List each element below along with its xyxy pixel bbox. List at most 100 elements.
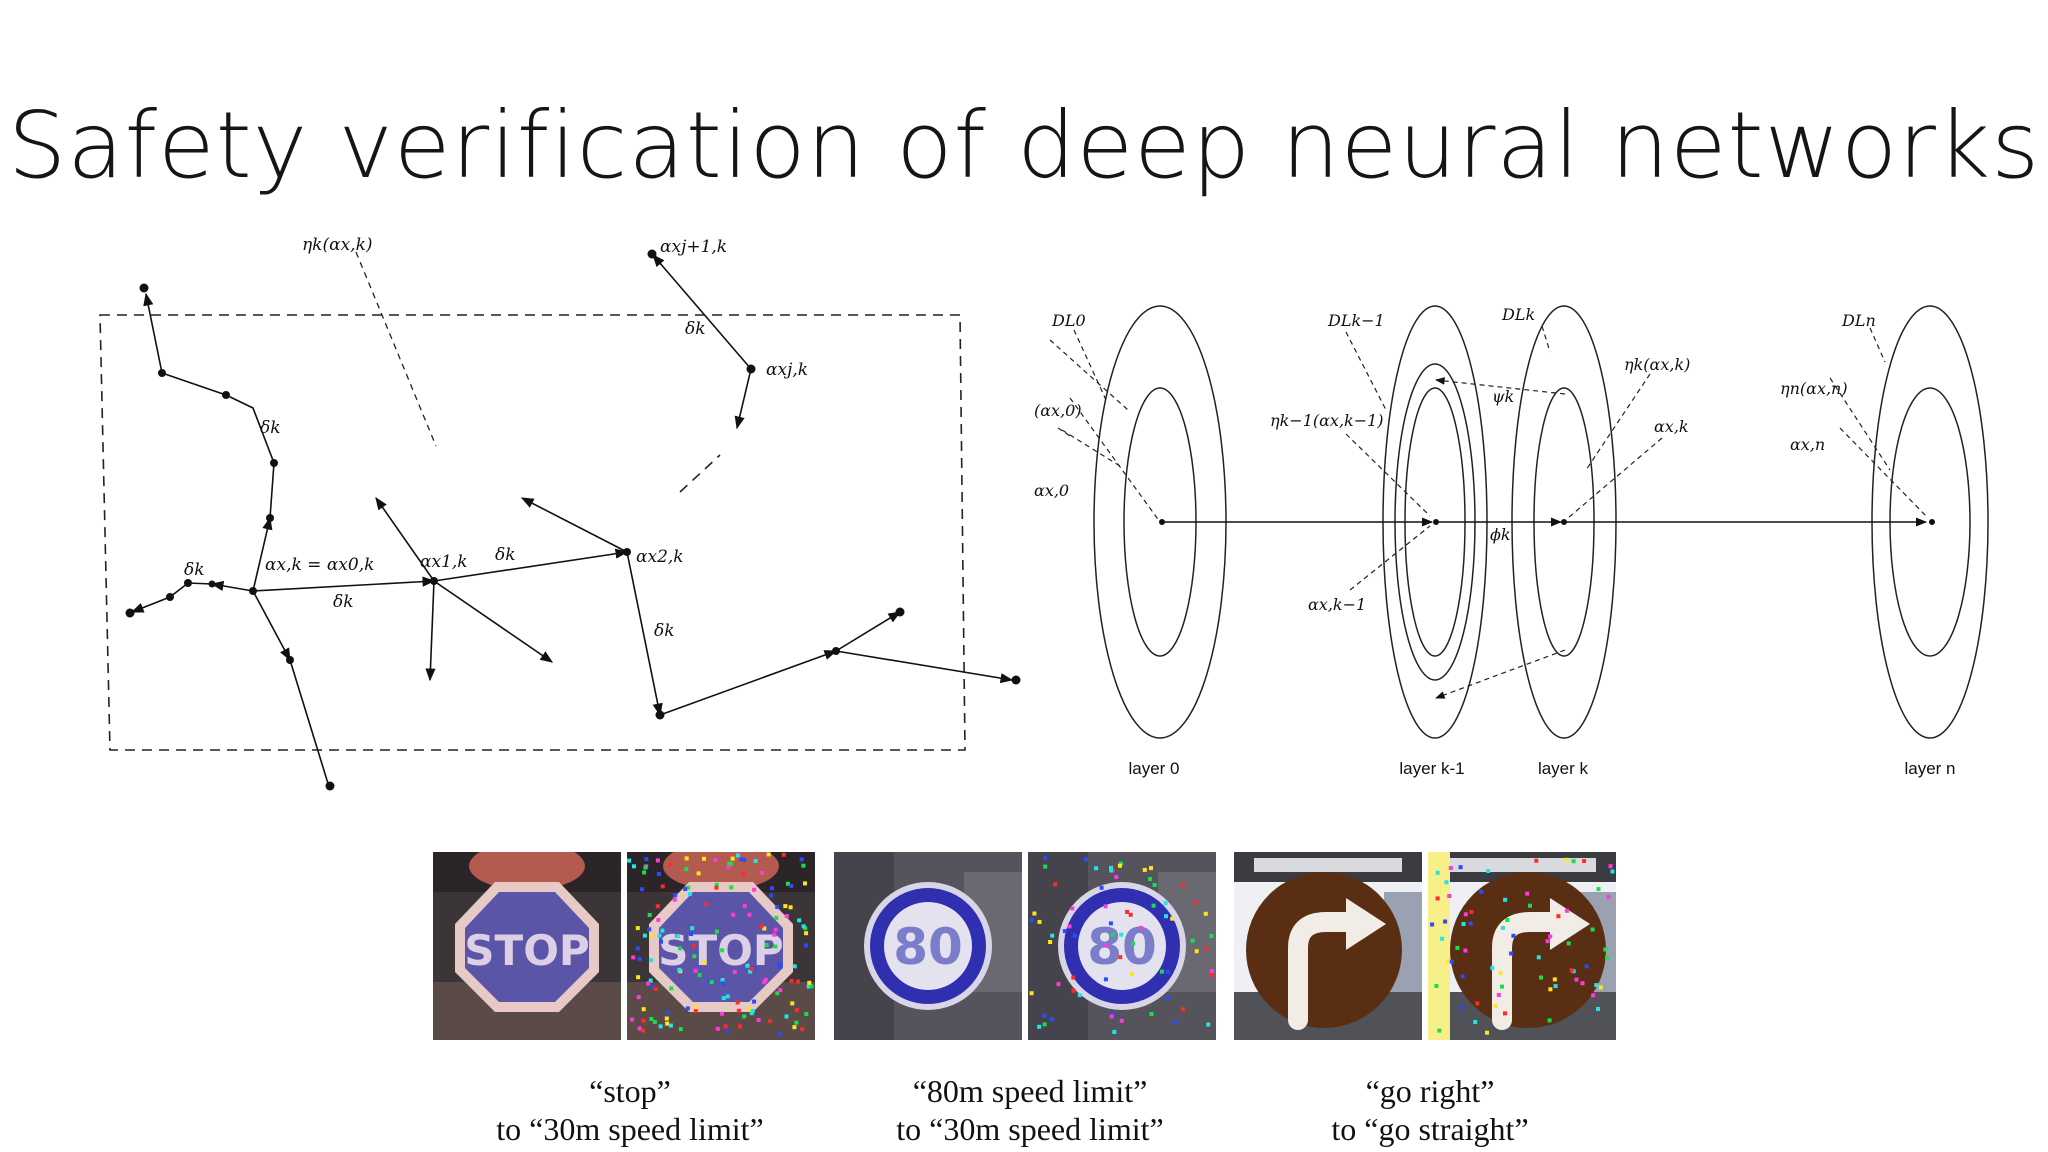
stop-sign-adversarial-image: STOP (627, 852, 815, 1040)
adversarial-noise-pixel (777, 1032, 782, 1037)
stop-sign-text: STOP (464, 926, 589, 975)
adversarial-noise-pixel (778, 988, 783, 993)
adversarial-noise-pixel (1152, 883, 1157, 887)
adversarial-noise-pixel (1172, 1020, 1177, 1025)
adversarial-noise-pixel (1192, 900, 1197, 905)
adversarial-noise-pixel (1479, 889, 1484, 894)
adversarial-noise-pixel (1461, 922, 1466, 926)
adversarial-noise-pixel (1500, 926, 1505, 930)
adversarial-noise-pixel (1486, 869, 1491, 873)
adversarial-noise-pixel (1163, 901, 1168, 906)
adversarial-noise-pixel (1194, 949, 1199, 954)
speed-80-original-image: 80 (834, 852, 1022, 1040)
adversarial-noise-pixel (1210, 973, 1215, 978)
adversarial-noise-pixel (775, 905, 780, 909)
adversarial-noise-pixel (686, 885, 691, 890)
d-lk-label: DLk (1501, 305, 1535, 324)
adversarial-noise-pixel (1430, 922, 1435, 927)
adversarial-noise-pixel (1104, 943, 1109, 948)
adversarial-noise-pixel (786, 881, 790, 886)
adversarial-noise-pixel (759, 924, 764, 929)
adversarial-noise-pixel (804, 931, 809, 936)
adversarial-noise-pixel (794, 1008, 799, 1013)
adversarial-noise-pixel (1204, 946, 1209, 951)
adversarial-noise-pixel (1606, 895, 1611, 899)
adversarial-noise-pixel (677, 967, 682, 972)
adversarial-noise-pixel (770, 886, 774, 891)
adversarial-noise-pixel (1042, 1022, 1047, 1027)
caption-speed-80: “80m speed limit” to “30m speed limit” (830, 1072, 1230, 1148)
adversarial-noise-pixel (664, 1016, 669, 1021)
adversarial-noise-pixel (784, 1014, 789, 1019)
adversarial-noise-pixel (665, 1010, 670, 1015)
delta-label: δk (654, 621, 675, 641)
adversarial-noise-pixel (684, 867, 689, 872)
adversarial-noise-pixel (773, 927, 778, 932)
adversarial-noise-pixel (1112, 1012, 1116, 1017)
adversarial-noise-pixel (704, 902, 709, 907)
adversarial-noise-pixel (790, 1001, 795, 1006)
adversarial-noise-pixel (655, 904, 660, 909)
adversarial-noise-pixel (1443, 919, 1448, 924)
adversarial-noise-pixel (1444, 880, 1449, 885)
adversarial-noise-pixel (1594, 983, 1599, 988)
adversarial-noise-pixel (1130, 972, 1135, 976)
layer-propagation-diagram: DL0 DLk−1 DLk DLn (αx,0) αx,0 ηk−1(αx,k−… (1034, 305, 1989, 778)
adversarial-noise-pixel (1094, 866, 1099, 871)
adversarial-noise-pixel (1582, 859, 1587, 863)
adversarial-noise-pixel (632, 864, 636, 869)
adversarial-noise-pixel (1053, 882, 1058, 887)
adversarial-noise-pixel (1071, 988, 1076, 993)
adversarial-noise-pixel (714, 882, 719, 887)
adversarial-noise-pixel (692, 954, 697, 959)
adversarial-noise-pixel (806, 984, 811, 989)
adversarial-noise-pixel (1083, 857, 1088, 862)
adversarial-noise-pixel (631, 955, 636, 960)
adversarial-noise-pixel (1048, 940, 1053, 944)
adversarial-noise-pixel (1511, 933, 1516, 938)
adversarial-noise-pixel (655, 858, 660, 863)
turn-right-adversarial-image (1428, 852, 1616, 1040)
adversarial-noise-pixel (1545, 939, 1550, 944)
adversarial-noise-pixel (804, 943, 809, 948)
adversarial-noise-pixel (1180, 1007, 1185, 1012)
adversarial-noise-pixel (1070, 906, 1075, 911)
adversarial-noise-pixel (1475, 1001, 1480, 1006)
layer-n-label: layer n (1904, 759, 1955, 778)
adversarial-noise-pixel (1062, 929, 1067, 934)
adversarial-noise-pixel (1029, 918, 1034, 923)
adversarial-noise-pixel (772, 932, 777, 937)
alpha-xj-label: αxj,k (766, 360, 808, 380)
adversarial-noise-pixel (1148, 877, 1153, 881)
adversarial-noise-pixel (747, 1006, 752, 1011)
adversarial-noise-pixel (1505, 918, 1510, 922)
adversarial-noise-pixel (693, 968, 698, 973)
speed-limit-text: 80 (1087, 918, 1157, 976)
adversarial-noise-pixel (750, 1009, 755, 1013)
adversarial-noise-pixel (729, 885, 734, 890)
adversarial-noise-pixel (1037, 919, 1042, 924)
adversarial-noise-pixel (630, 1017, 635, 1022)
adversarial-noise-pixel (736, 1008, 741, 1013)
adversarial-noise-pixel (1509, 951, 1514, 956)
d-ln-label: DLn (1841, 311, 1876, 330)
layer-k-label: layer k (1538, 759, 1589, 778)
adversarial-noise-pixel (792, 964, 797, 969)
adversarial-noise-pixel (643, 865, 648, 870)
adversarial-noise-pixel (807, 980, 812, 985)
adversarial-noise-pixel (788, 905, 793, 910)
adversarial-noise-pixel (690, 926, 695, 931)
adversarial-noise-pixel (741, 872, 746, 877)
adversarial-noise-pixel (795, 979, 800, 984)
adversarial-noise-pixel (693, 1009, 698, 1014)
adversarial-noise-pixel (714, 929, 719, 934)
adversarial-noise-pixel (732, 970, 737, 975)
adversarial-noise-pixel (1571, 859, 1576, 864)
adversarial-noise-pixel (764, 943, 769, 947)
adversarial-noise-pixel (1548, 934, 1553, 939)
adversarial-noise-pixel (1564, 857, 1569, 862)
adversarial-noise-pixel (789, 978, 794, 983)
eta-label: ηk(αx,k) (302, 235, 373, 255)
delta-label: δk (495, 545, 516, 565)
caption-original-label: “go right” (1365, 1073, 1495, 1109)
